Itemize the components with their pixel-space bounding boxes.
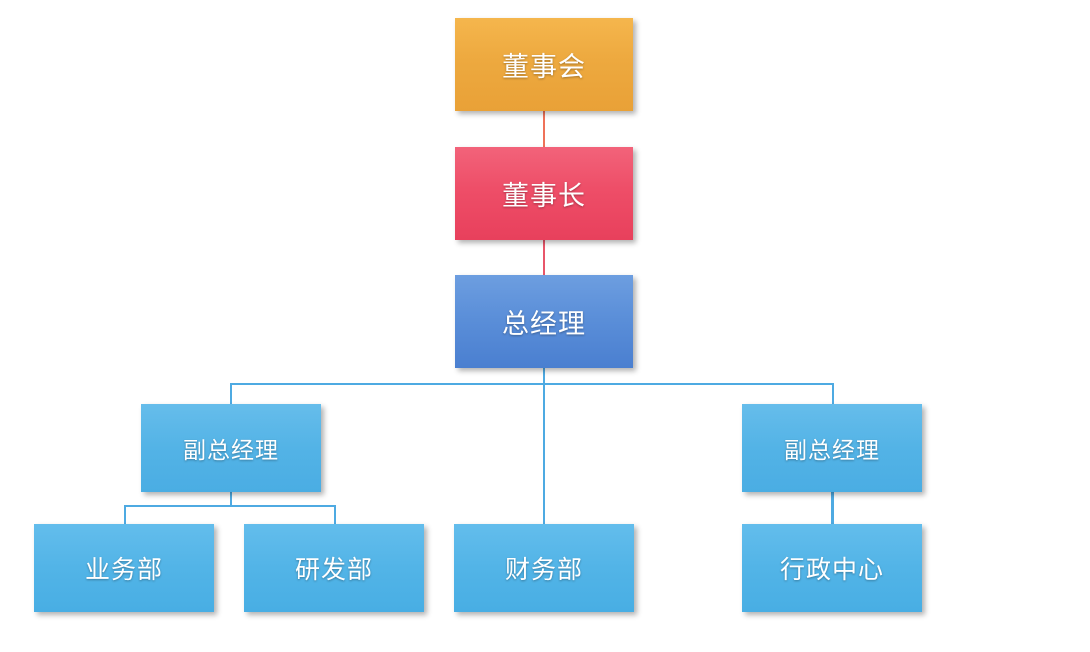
connector-vp-left-bus — [124, 505, 336, 526]
node-sales-department[interactable]: 业务部 — [34, 524, 214, 612]
node-vice-manager-left[interactable]: 副总经理 — [141, 404, 321, 492]
connector-vp-left-stem — [230, 489, 232, 507]
node-vice-manager-right[interactable]: 副总经理 — [742, 404, 922, 492]
node-chairman[interactable]: 董事长 — [455, 147, 633, 240]
connector-gm-stem — [543, 365, 545, 385]
connector-board-to-chair — [543, 108, 545, 150]
node-administrative-center[interactable]: 行政中心 — [742, 524, 922, 612]
node-finance-department[interactable]: 财务部 — [454, 524, 634, 612]
node-general-manager[interactable]: 总经理 — [455, 275, 633, 368]
connector-gm-bus — [230, 383, 834, 406]
node-rnd-department[interactable]: 研发部 — [244, 524, 424, 612]
connector-gm-to-finance — [543, 383, 545, 526]
connector-chair-to-gm — [543, 237, 545, 278]
node-board-of-directors[interactable]: 董事会 — [455, 18, 633, 111]
connector-vp-right-to-admin — [831, 489, 834, 526]
